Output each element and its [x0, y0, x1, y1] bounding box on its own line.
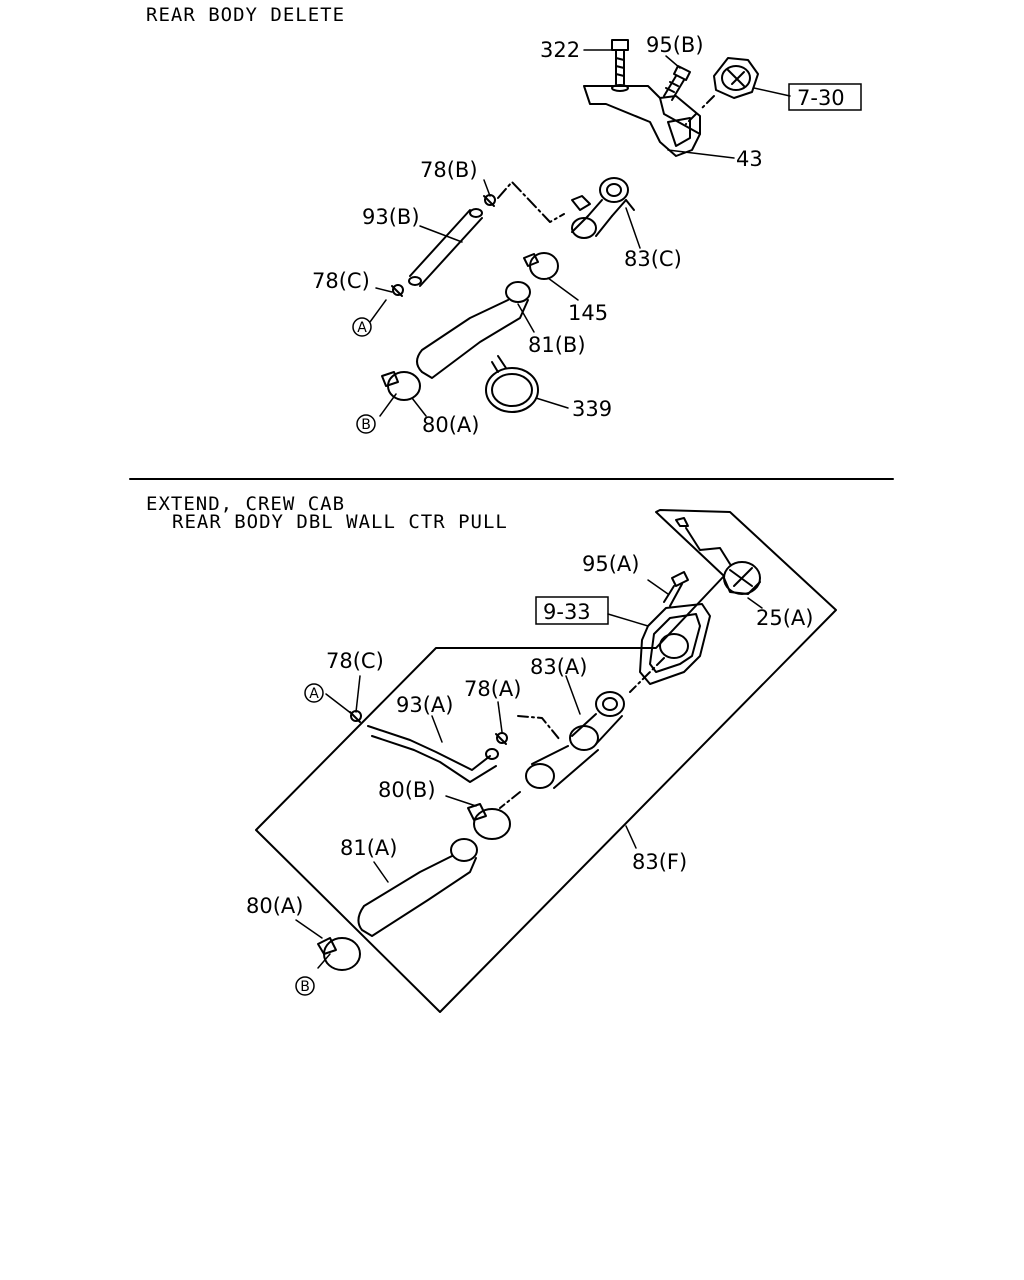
- label-81a: 81(A): [340, 836, 397, 860]
- hose-81b-part: [416, 281, 531, 379]
- label-78b: 78(B): [420, 158, 478, 182]
- label-93a: 93(A): [396, 693, 453, 717]
- label-9-33: 9-33: [543, 600, 591, 624]
- label-95b: 95(B): [646, 33, 704, 57]
- clamp-78a-part: [495, 732, 508, 745]
- label-80b: 80(B): [378, 778, 436, 802]
- bolt-322-part: [611, 39, 629, 85]
- hose-81a-part: [357, 838, 478, 937]
- marker-a-bottom: A: [309, 686, 319, 702]
- label-95a: 95(A): [582, 552, 639, 576]
- clamp-80b-part: [467, 803, 511, 840]
- bolt-95a-part: [663, 571, 689, 607]
- label-322: 322: [540, 38, 580, 62]
- label-7-30: 7-30: [797, 86, 845, 110]
- marker-b-bottom: B: [300, 979, 310, 995]
- label-83c: 83(C): [624, 247, 682, 271]
- band-clamp-339-part: [485, 355, 539, 413]
- label-339: 339: [572, 397, 612, 421]
- bolt-95b-part: [663, 65, 691, 101]
- clamp-145-part: [523, 252, 559, 280]
- filler-neck-83c-part: [571, 177, 635, 239]
- label-81b: 81(B): [528, 333, 586, 357]
- hose-93b-part: [408, 208, 483, 287]
- bracket-43-part: [583, 84, 701, 157]
- label-78c-top: 78(C): [312, 269, 370, 293]
- label-43: 43: [736, 147, 763, 171]
- filler-housing-933-part: [639, 603, 711, 685]
- clamp-78b-top-part: [483, 194, 496, 207]
- label-83a: 83(A): [530, 655, 587, 679]
- kit-83f-outline: [255, 509, 837, 1013]
- marker-a-top: A: [357, 320, 367, 336]
- section-title-extend-crew-cab: EXTEND, CREW CAB: [146, 493, 346, 515]
- label-80a-bottom: 80(A): [246, 894, 303, 918]
- marker-b-top: B: [361, 417, 371, 433]
- clamp-80a-bottom-part: [317, 937, 361, 971]
- hose-93a-part: [367, 725, 499, 783]
- filler-neck-83a-part: [525, 691, 625, 789]
- label-83f: 83(F): [632, 850, 687, 874]
- label-25a: 25(A): [756, 606, 813, 630]
- label-78c-bottom: 78(C): [326, 649, 384, 673]
- fuel-cap-25a-part: [675, 517, 761, 595]
- section-title-rear-body-delete: REAR BODY DELETE: [146, 4, 346, 26]
- fuel-cap-730-part: [713, 57, 759, 99]
- label-145: 145: [568, 301, 608, 325]
- clamp-80a-top-part: [381, 371, 421, 401]
- clamp-78c-top-part: [391, 284, 404, 297]
- clamp-78c-bottom-part: [349, 710, 362, 723]
- label-78a: 78(A): [464, 677, 521, 701]
- label-93b: 93(B): [362, 205, 420, 229]
- label-80a-top: 80(A): [422, 413, 479, 437]
- section-subtitle-dbl-wall: REAR BODY DBL WALL CTR PULL: [172, 511, 508, 533]
